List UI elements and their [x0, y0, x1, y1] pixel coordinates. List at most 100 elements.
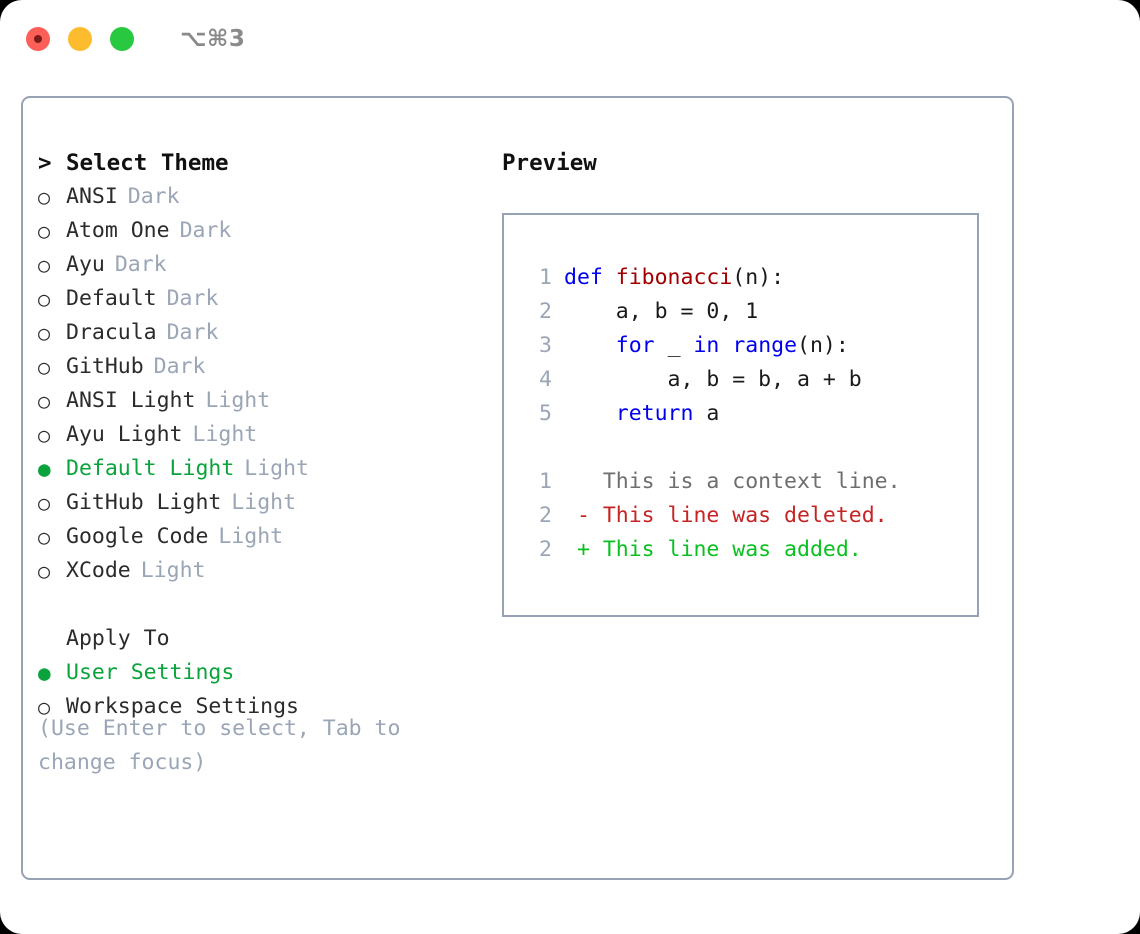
code-token-kw: in: [693, 333, 720, 358]
code-token-pl: a, b = b, a + b: [564, 367, 862, 392]
apply-to-item-label: User Settings: [66, 660, 235, 685]
code-token-fn: fibonacci: [615, 265, 733, 290]
theme-picker-heading-label: Select Theme: [66, 150, 229, 176]
code-line: 3 for _ in range(n):: [504, 329, 977, 363]
keyboard-hint-text: (Use Enter to select, Tab to change focu…: [38, 716, 401, 775]
code-token-kw: return: [615, 401, 694, 426]
radio-unselected-icon[interactable]: ○: [38, 559, 51, 583]
diff-sample: 1 This is a context line. 2 - This line w…: [504, 465, 977, 567]
radio-selected-icon[interactable]: ●: [38, 457, 51, 481]
title-bar: ⌥⌘3: [0, 0, 1140, 78]
code-token-pl: (n):: [732, 265, 785, 290]
radio-unselected-icon[interactable]: ○: [38, 321, 51, 345]
radio-unselected-icon[interactable]: ○: [38, 253, 51, 277]
diff-text-add: + This line was added.: [564, 537, 862, 562]
diff-line: 2 + This line was added.: [504, 533, 977, 567]
theme-list-item[interactable]: ○ Dracula Dark: [38, 316, 498, 350]
theme-variant-label: Light: [231, 490, 297, 515]
theme-name-label: XCode: [66, 558, 131, 583]
theme-variant-label: Light: [192, 422, 258, 447]
code-diff-spacer: [504, 431, 977, 465]
theme-variant-label: Light: [205, 388, 271, 413]
code-token-pl: [564, 401, 616, 426]
theme-list-item[interactable]: ○ ANSI Dark: [38, 180, 498, 214]
theme-picker-heading: > Select Theme: [38, 146, 498, 180]
apply-to-marker-placeholder: [38, 622, 66, 656]
theme-name-label: Dracula: [66, 320, 157, 345]
theme-variant-label: Dark: [166, 286, 219, 311]
theme-variant-label: Light: [140, 558, 206, 583]
code-text: return a: [564, 397, 720, 431]
theme-name-label: Atom One: [66, 218, 170, 243]
radio-unselected-icon[interactable]: ○: [38, 423, 51, 447]
theme-variant-label: Light: [244, 456, 310, 481]
code-token-pl: a, b = 0, 1: [564, 299, 759, 324]
theme-name-label: GitHub Light: [66, 490, 222, 515]
code-token-pl: (n):: [797, 333, 849, 358]
radio-unselected-icon[interactable]: ○: [38, 491, 51, 515]
keyboard-shortcut-label: ⌥⌘3: [180, 26, 246, 52]
theme-name-label: Default: [66, 286, 157, 311]
theme-list-item[interactable]: ○ Google Code Light: [38, 520, 498, 554]
diff-text-del: - This line was deleted.: [564, 503, 888, 528]
code-token-kw: def: [564, 265, 616, 290]
theme-variant-label: Dark: [166, 320, 219, 345]
code-line: 2 a, b = 0, 1: [504, 295, 977, 329]
code-text: for _ in range(n):: [564, 329, 849, 363]
code-text: a, b = b, a + b: [564, 363, 862, 397]
code-token-pl: _: [654, 333, 694, 358]
apply-to-item[interactable]: ○Workspace Settings: [38, 690, 498, 724]
code-text: a, b = 0, 1: [564, 295, 758, 329]
theme-variant-label: Dark: [153, 354, 206, 379]
diff-line: 1 This is a context line.: [504, 465, 977, 499]
radio-unselected-icon[interactable]: ○: [38, 695, 51, 719]
list-spacer: [38, 588, 498, 622]
radio-unselected-icon[interactable]: ○: [38, 219, 51, 243]
code-token-kw: range: [732, 333, 798, 358]
window-controls: [26, 27, 134, 51]
line-number: 3: [539, 333, 552, 358]
theme-variant-label: Dark: [127, 184, 180, 209]
radio-unselected-icon[interactable]: ○: [38, 185, 51, 209]
apply-to-item[interactable]: ● User Settings: [38, 656, 498, 690]
line-number: 2: [539, 503, 552, 528]
diff-text-ctx: This is a context line.: [564, 469, 901, 494]
radio-unselected-icon[interactable]: ○: [38, 389, 51, 413]
line-number: 5: [539, 401, 552, 426]
minimize-button[interactable]: [68, 27, 92, 51]
theme-list-item[interactable]: ○ Default Dark: [38, 282, 498, 316]
line-number: 1: [539, 469, 552, 494]
theme-variant-label: Dark: [179, 218, 232, 243]
theme-name-label: Ayu: [66, 252, 105, 277]
close-button[interactable]: [26, 27, 50, 51]
radio-selected-icon[interactable]: ●: [38, 661, 51, 685]
theme-list-item[interactable]: ○ GitHub Light Light: [38, 486, 498, 520]
theme-name-label: Default Light: [66, 456, 235, 481]
line-number: 2: [539, 537, 552, 562]
code-token-pl: [719, 333, 732, 358]
apply-to-heading: Apply To: [38, 622, 498, 656]
radio-unselected-icon[interactable]: ○: [38, 355, 51, 379]
theme-list-item[interactable]: ● Default Light Light: [38, 452, 498, 486]
radio-unselected-icon[interactable]: ○: [38, 525, 51, 549]
radio-unselected-icon[interactable]: ○: [38, 287, 51, 311]
theme-name-label: Google Code: [66, 524, 209, 549]
code-line: 5 return a: [504, 397, 977, 431]
theme-list-item[interactable]: ○ XCode Light: [38, 554, 498, 588]
maximize-button[interactable]: [110, 27, 134, 51]
line-number: 4: [539, 367, 552, 392]
code-text: def fibonacci(n):: [564, 261, 784, 295]
theme-variant-label: Light: [218, 524, 284, 549]
theme-name-label: ANSI: [66, 184, 118, 209]
theme-list-item[interactable]: ○ Atom One Dark: [38, 214, 498, 248]
